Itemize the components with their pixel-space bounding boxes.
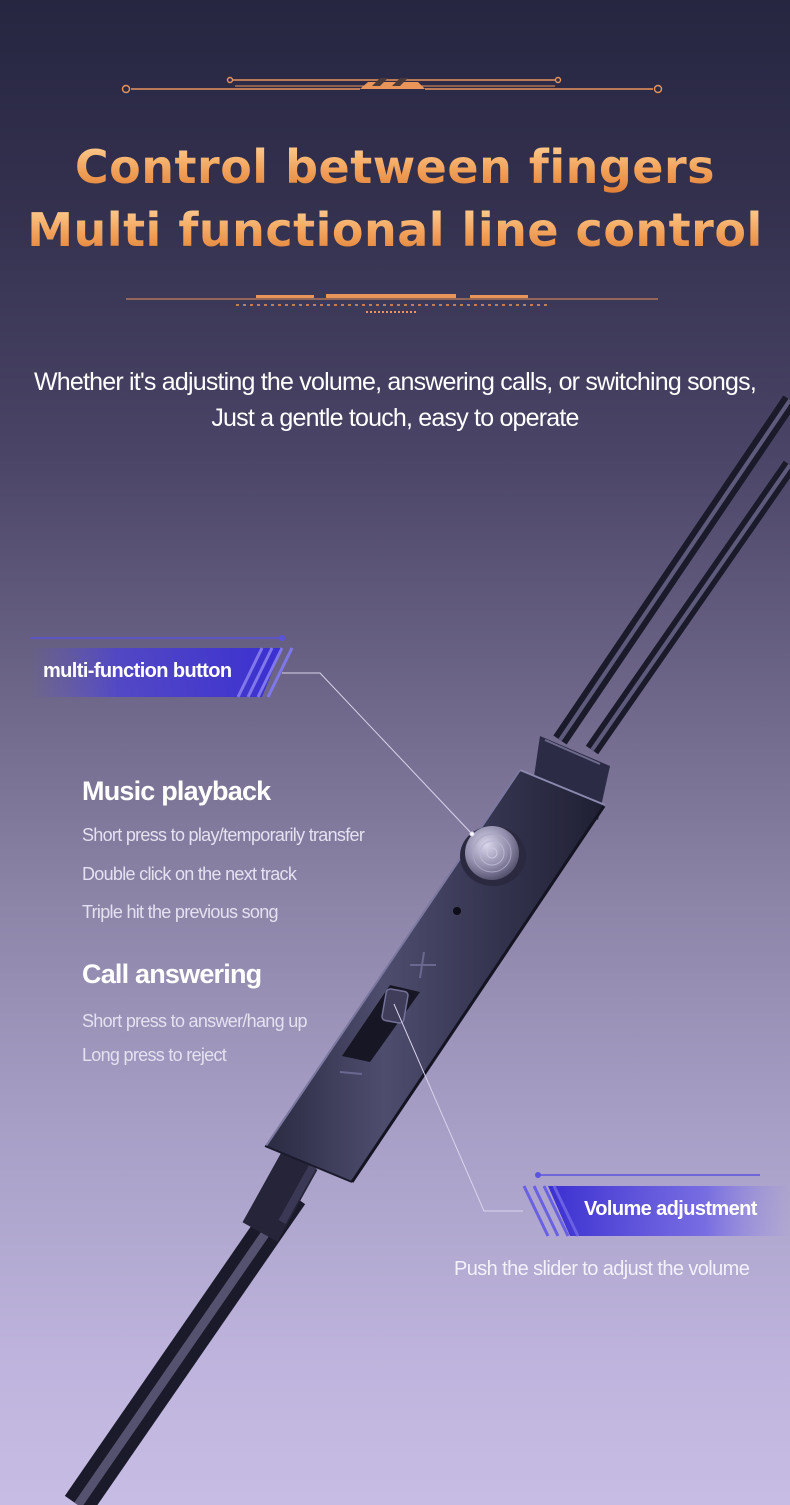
- volume-adjustment-label: Volume adjustment: [584, 1198, 757, 1220]
- headline-line-1: Control between fingers: [0, 140, 790, 194]
- volume-adjustment-description: Push the slider to adjust the volume: [454, 1258, 750, 1280]
- remote-control-body: [264, 736, 610, 1183]
- call-answering-item: Short press to answer/hang up: [82, 1011, 308, 1031]
- headline-line-2: Multi functional line control: [0, 203, 790, 257]
- volume-minus-icon: [339, 1071, 363, 1075]
- music-playback-item: Double click on the next track: [82, 864, 297, 884]
- call-answering-title: Call answering: [82, 959, 262, 989]
- intro-line-2: Just a gentle touch, easy to operate: [211, 404, 579, 432]
- bottom-ornament: [126, 294, 658, 313]
- volume-tag-graphic: [522, 1172, 790, 1237]
- top-ornament: [121, 76, 663, 94]
- microphone-hole: [453, 907, 461, 915]
- music-playback-item: Triple hit the previous song: [82, 902, 279, 922]
- cable: [553, 395, 790, 755]
- volume-plus-icon: [410, 951, 436, 979]
- music-playback-title: Music playback: [82, 776, 271, 806]
- multi-function-button-graphic: [460, 826, 526, 886]
- multi-function-button-label: multi-function button: [43, 660, 232, 682]
- multi-function-tag-graphic: [30, 635, 294, 698]
- cable-lower: [64, 1148, 326, 1505]
- intro-line-1: Whether it's adjusting the volume, answe…: [34, 368, 757, 396]
- music-playback-item: Short press to play/temporarily transfer: [82, 825, 365, 845]
- leader-lines: [282, 672, 523, 1212]
- call-answering-item: Long press to reject: [82, 1045, 227, 1065]
